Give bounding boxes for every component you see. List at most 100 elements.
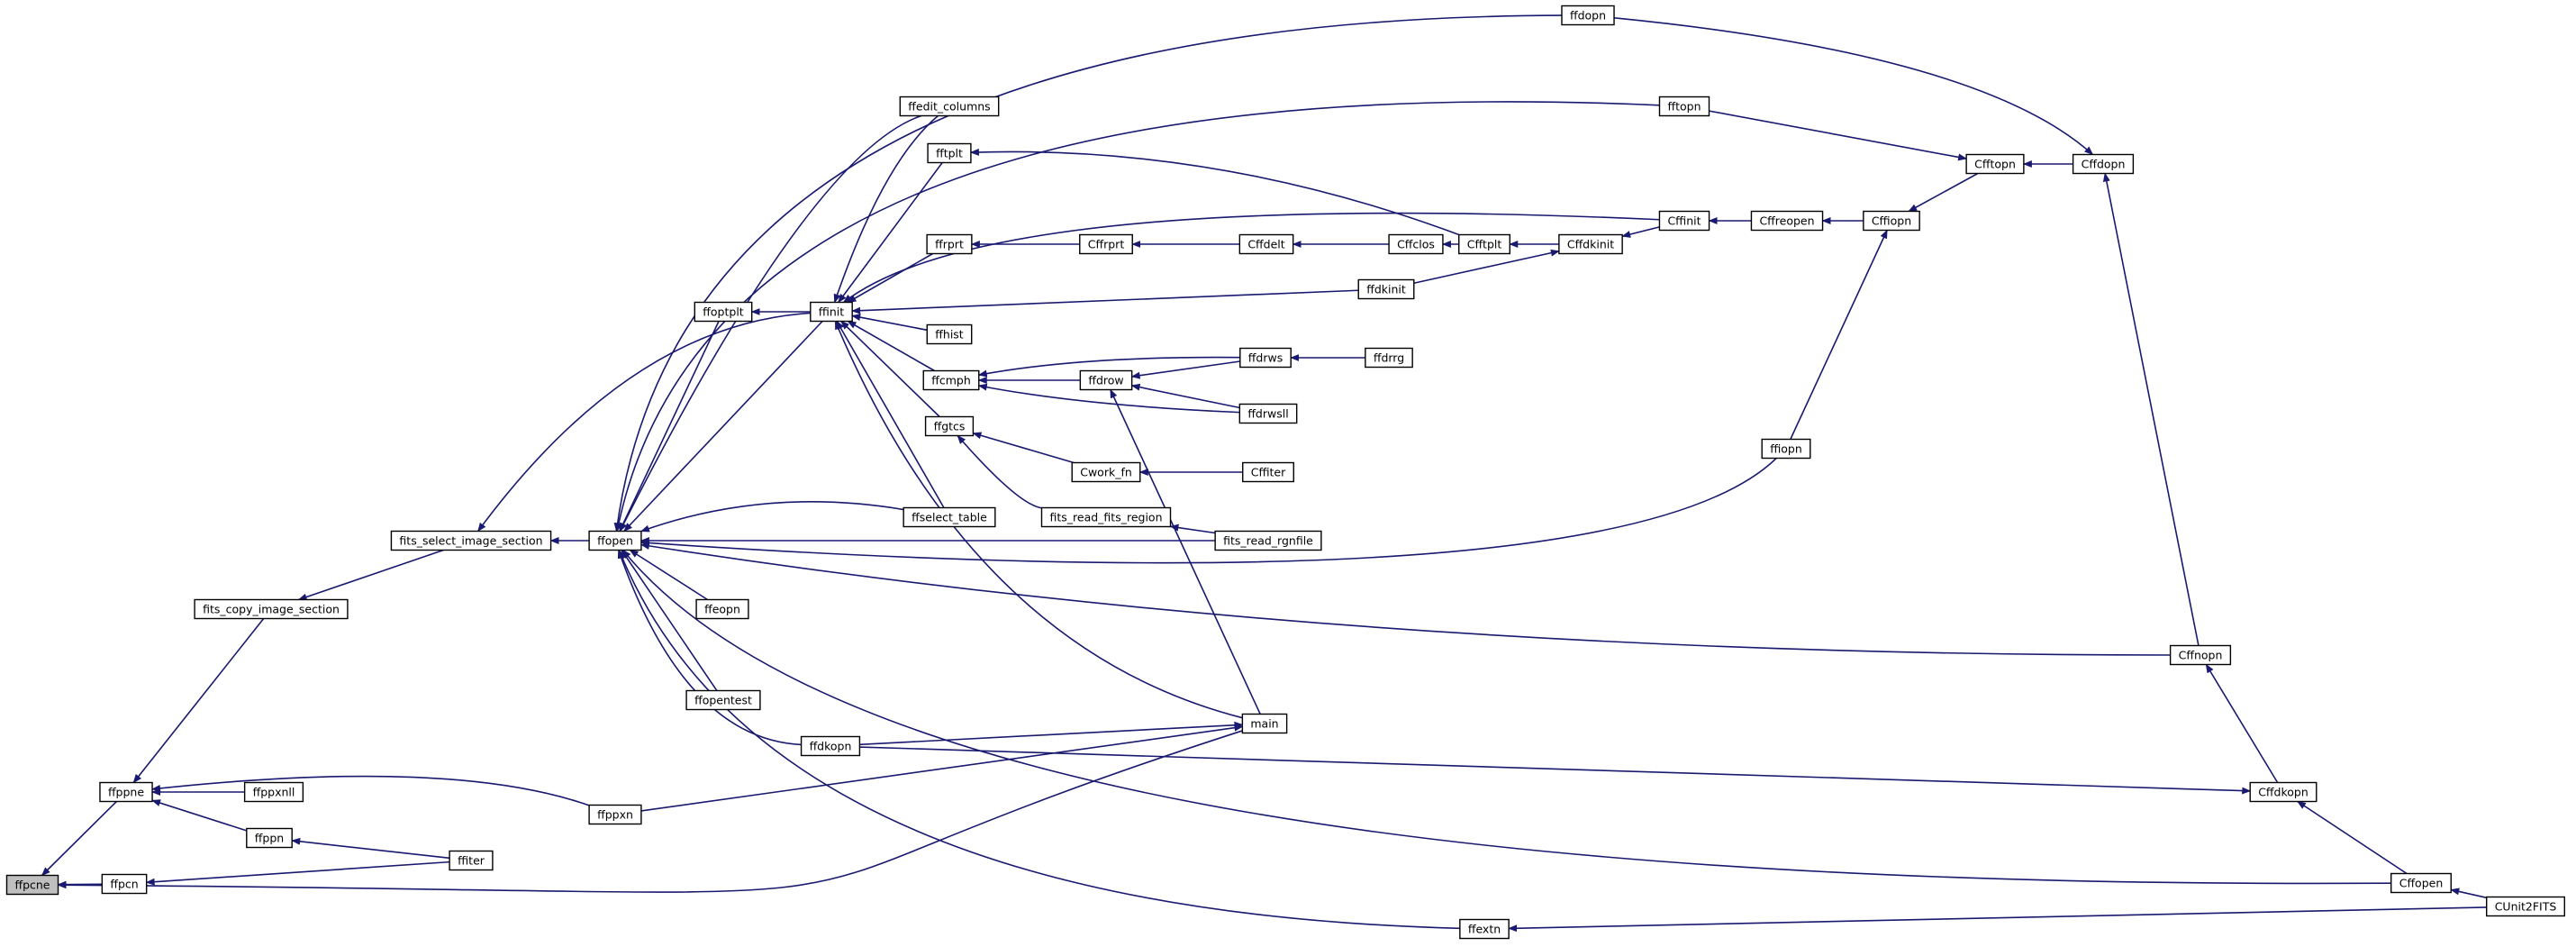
node-ffopen[interactable]: ffopen xyxy=(588,530,642,551)
node-fftplt[interactable]: fftplt xyxy=(927,142,972,164)
node-ffoptplt[interactable]: ffoptplt xyxy=(694,301,753,323)
node-fftopn[interactable]: fftopn xyxy=(1658,96,1710,117)
node-main[interactable]: main xyxy=(1241,713,1288,734)
node-box xyxy=(899,96,1000,117)
node-box xyxy=(99,781,153,803)
node-cffdopn[interactable]: Cffdopn xyxy=(2072,153,2135,175)
node-label: Cfftplt xyxy=(1467,238,1502,251)
node-label: Cffdkinit xyxy=(1567,238,1614,251)
node-ffopentest[interactable]: ffopentest xyxy=(685,689,761,711)
node-box xyxy=(695,598,749,620)
node-ffselect-table[interactable]: ffselect_table xyxy=(903,506,996,528)
node-box xyxy=(1040,506,1172,528)
node-ffgtcs[interactable]: ffgtcs xyxy=(924,415,975,437)
node-cfftplt[interactable]: Cfftplt xyxy=(1458,233,1510,255)
edge-ffppne-to-ffpcne xyxy=(41,800,117,877)
node-box xyxy=(1558,233,1623,255)
node-cunit2fits[interactable]: CUnit2FITS xyxy=(2486,896,2565,917)
edge-ffextn-to-ffopen xyxy=(618,549,1460,930)
node-box xyxy=(903,506,996,528)
node-ffrprt[interactable]: ffrprt xyxy=(926,233,973,255)
node-box xyxy=(2390,872,2452,894)
node-cffiopn[interactable]: Cffiopn xyxy=(1863,210,1920,232)
node-ffdrrg[interactable]: ffdrrg xyxy=(1365,347,1413,369)
node-cffdkopn[interactable]: Cffdkopn xyxy=(2249,781,2317,803)
node-fits-copy-image-section[interactable]: fits_copy_image_section xyxy=(194,598,349,620)
node-cffreopen[interactable]: Cffreopen xyxy=(1750,210,1824,232)
node-ffppne[interactable]: ffppne xyxy=(99,781,153,803)
node-ffdkinit[interactable]: ffdkinit xyxy=(1357,278,1415,300)
node-ffeopn[interactable]: ffeopn xyxy=(695,598,749,620)
node-box xyxy=(685,689,761,711)
node-ffhist[interactable]: ffhist xyxy=(926,323,973,345)
edge-ffoptplt-to-ffopen xyxy=(619,321,720,533)
node-box xyxy=(101,873,148,895)
node-label: ffpcn xyxy=(110,878,138,891)
node-fits-read-fits-region[interactable]: fits_read_fits_region xyxy=(1040,506,1172,528)
node-label: Cwork_fn xyxy=(1080,466,1132,479)
node-label: main xyxy=(1250,717,1278,731)
node-ffcmph[interactable]: ffcmph xyxy=(922,369,980,391)
node-fits-read-rgnfile[interactable]: fits_read_rgnfile xyxy=(1214,530,1322,551)
node-cffopen[interactable]: Cffopen xyxy=(2390,872,2452,894)
node-ffdkopn[interactable]: ffdkopn xyxy=(800,735,861,757)
node-label: ffgtcs xyxy=(934,420,966,433)
node-box xyxy=(1242,461,1294,483)
node-box xyxy=(1238,403,1298,424)
node-ffppn[interactable]: ffppn xyxy=(246,827,293,849)
node-ffdrwsll[interactable]: ffdrwsll xyxy=(1238,403,1298,424)
node-ffiopn[interactable]: ffiopn xyxy=(1761,438,1811,460)
node-ffppxn[interactable]: ffppxn xyxy=(588,804,642,825)
node-label: fits_select_image_section xyxy=(399,534,542,548)
node-ffppxnll[interactable]: ffppxnll xyxy=(243,781,304,803)
node-cwork-fn[interactable]: Cwork_fn xyxy=(1071,461,1141,483)
node-ffdopn[interactable]: ffdopn xyxy=(1561,5,1615,26)
node-box xyxy=(694,301,753,323)
node-cffdelt[interactable]: Cffdelt xyxy=(1238,233,1294,255)
node-label: ffdrrg xyxy=(1374,351,1404,365)
node-label: ffrprt xyxy=(935,238,964,251)
node-box xyxy=(1239,347,1292,369)
node-cffiter[interactable]: Cffiter xyxy=(1242,461,1294,483)
node-ffdrws[interactable]: ffdrws xyxy=(1239,347,1292,369)
node-label: Cffiter xyxy=(1251,466,1286,479)
node-box xyxy=(800,735,861,757)
edge-cffopen-to-ffopen xyxy=(621,549,2391,885)
node-ffedit-columns[interactable]: ffedit_columns xyxy=(899,96,1000,117)
node-cffnopn[interactable]: Cffnopn xyxy=(2169,644,2232,666)
node-box xyxy=(1458,233,1510,255)
node-cffdkinit[interactable]: Cffdkinit xyxy=(1558,233,1623,255)
edge-ffrprt-to-ffinit xyxy=(847,252,934,304)
node-fits-select-image-section[interactable]: fits_select_image_section xyxy=(390,530,552,551)
node-box xyxy=(926,323,973,345)
node-cffrprt[interactable]: Cffrprt xyxy=(1079,233,1133,255)
node-ffiter[interactable]: ffiter xyxy=(449,850,494,871)
edge-fits-read-fits-region-to-ffgtcs xyxy=(957,434,1042,509)
node-label: ffdkopn xyxy=(810,740,852,753)
node-cfftopn[interactable]: Cfftopn xyxy=(1965,153,2025,175)
node-label: ffppxn xyxy=(597,808,633,822)
node-ffpcn[interactable]: ffpcn xyxy=(101,873,148,895)
node-cffclos[interactable]: Cffclos xyxy=(1388,233,1444,255)
edge-ffeopn-to-ffopen xyxy=(629,549,708,601)
node-box xyxy=(246,827,293,849)
node-label: ffdrws xyxy=(1248,351,1283,365)
node-ffinit[interactable]: ffinit xyxy=(810,301,853,323)
edge-fftopn-to-cfftopn xyxy=(1709,110,1968,161)
node-box xyxy=(1388,233,1444,255)
edge-ffdrws-to-ffcmph xyxy=(977,356,1240,378)
node-cffinit[interactable]: Cffinit xyxy=(1658,210,1710,232)
node-box xyxy=(1658,96,1710,117)
edge-ffppn-to-ffppne xyxy=(151,799,248,832)
node-ffdrow[interactable]: ffdrow xyxy=(1079,369,1133,391)
node-box xyxy=(1241,713,1288,734)
edge-ffinit-to-fits-select-image-section xyxy=(477,312,811,533)
node-ffextn[interactable]: ffextn xyxy=(1459,918,1510,940)
node-box xyxy=(1863,210,1920,232)
node-label: ffeopn xyxy=(704,603,740,616)
edges-layer xyxy=(41,14,2487,933)
node-box xyxy=(2169,644,2232,666)
node-ffpcne[interactable]: ffpcne xyxy=(5,874,59,896)
node-label: ffcmph xyxy=(931,374,971,387)
